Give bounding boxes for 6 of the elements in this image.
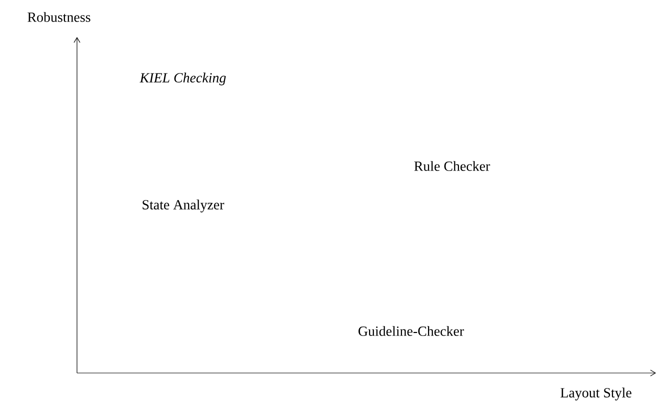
axis-label: Robustness bbox=[28, 12, 90, 22]
tool-label: Guideline-Checker bbox=[358, 326, 464, 336]
tool-label: KIEL Checking bbox=[140, 72, 226, 86]
tool-label: State Analyzer bbox=[142, 200, 224, 212]
axis-label: Layout Style bbox=[560, 388, 632, 400]
tool-label: Rule Checker bbox=[414, 161, 490, 171]
